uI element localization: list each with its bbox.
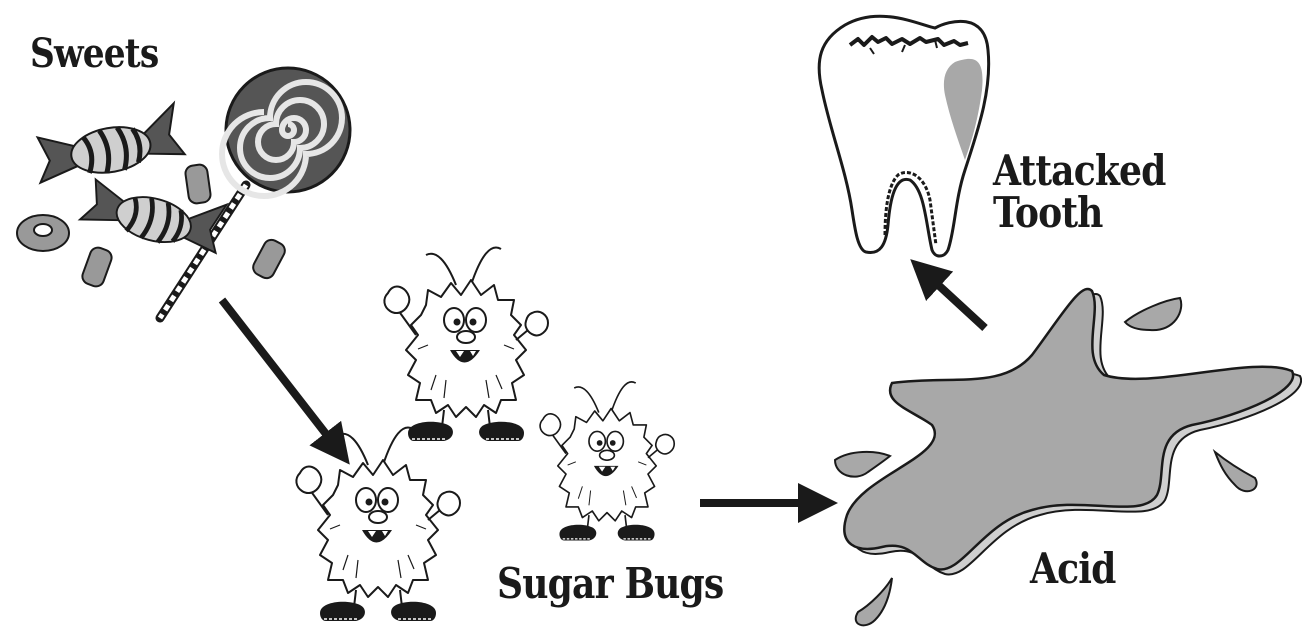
label-sugar-bugs: Sugar Bugs <box>497 563 723 605</box>
arrow-sweets-to-bugs <box>222 300 340 452</box>
arrow-acid-to-tooth <box>922 270 985 328</box>
label-attacked-tooth-line2: Tooth <box>993 192 1166 234</box>
sweets-illustration <box>17 68 350 318</box>
attacked-tooth-illustration <box>819 16 989 256</box>
label-sweets: Sweets <box>30 34 158 74</box>
label-attacked-tooth-line1: Attacked <box>993 150 1166 192</box>
label-acid: Acid <box>1030 548 1116 590</box>
label-attacked-tooth: Attacked Tooth <box>993 150 1166 234</box>
